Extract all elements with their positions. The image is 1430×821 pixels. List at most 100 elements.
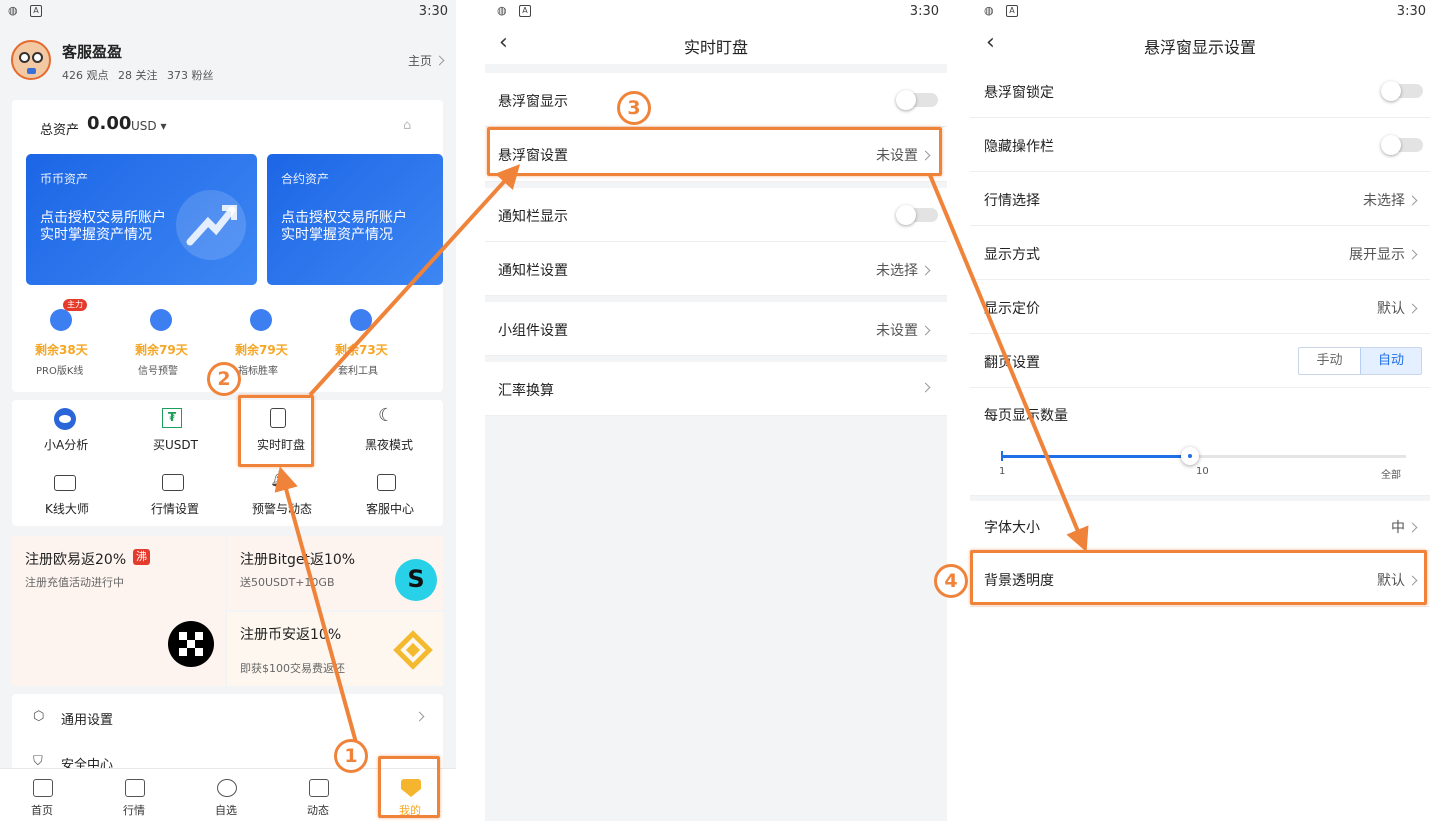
tool-indicator-rate[interactable]: 剩余79天 指标胜率 — [222, 305, 302, 380]
menu-label: 通用设置 — [61, 713, 114, 728]
row-exchange-rate[interactable]: 汇率换算 — [485, 362, 947, 416]
grid-item-kline-master[interactable]: K线大师 — [12, 463, 119, 523]
shield-check-icon: ⛉ — [33, 754, 43, 769]
row-label: 悬浮窗设置 — [498, 148, 568, 164]
paging-auto-option[interactable]: 自动 — [1360, 348, 1421, 374]
spot-assets-card[interactable]: 币币资产 点击授权交易所账户 实时掌握资产情况 — [26, 154, 257, 285]
grid-item-ai-analysis[interactable]: 小A分析 — [12, 400, 119, 460]
highlight-tab-mine — [378, 756, 440, 818]
tab-watchlist[interactable]: 自选 — [202, 769, 252, 821]
a-icon: A — [30, 5, 42, 17]
tool-remain: 剩余73天 — [335, 343, 388, 357]
slider-track[interactable] — [1001, 455, 1406, 458]
grid-item-realtime-watch[interactable]: 实时盯盘 — [226, 400, 333, 460]
fans-count[interactable]: 373 粉丝 — [167, 69, 214, 82]
status-bar: ◍ A 3:30 — [970, 0, 1430, 26]
user-name[interactable]: 客服盈盈 — [62, 43, 123, 61]
promo-sub: 送50USDT+10GB — [240, 576, 335, 589]
grid-item-dark-mode[interactable]: ☾ 黑夜模式 — [333, 400, 440, 460]
page-title: 实时盯盘 — [683, 38, 748, 57]
moon-icon: ☾ — [378, 405, 395, 426]
grid-item-support[interactable]: 客服中心 — [333, 463, 440, 523]
page-title: 悬浮窗显示设置 — [1143, 38, 1256, 57]
float-window-settings-panel: ◍ A 3:30 ‹ 悬浮窗显示设置 悬浮窗锁定 隐藏操作栏 行情选择 未选择 … — [970, 0, 1430, 821]
row-label: 悬浮窗锁定 — [984, 85, 1054, 101]
status-bar: ◍ A 3:30 — [485, 0, 947, 26]
paging-manual-option[interactable]: 手动 — [1316, 353, 1343, 368]
hide-toolbar-toggle[interactable] — [1381, 135, 1423, 155]
grid-label: 买USDT — [153, 438, 198, 452]
promo-sub: 即获$100交易费返还 — [240, 662, 345, 675]
grid-label: 预警与动态 — [252, 502, 313, 516]
home-icon — [33, 779, 53, 797]
back-arrow-icon[interactable]: ‹ — [986, 30, 995, 55]
row-label: 行情选择 — [984, 193, 1040, 209]
slider-thumb[interactable] — [1181, 447, 1199, 465]
grid-item-market-settings[interactable]: 行情设置 — [119, 463, 226, 523]
tab-label: 动态 — [307, 804, 329, 817]
home-link[interactable]: 主页 — [408, 52, 445, 69]
spot-assets-title: 币币资产 — [40, 172, 89, 186]
tab-home[interactable]: 首页 — [18, 769, 68, 821]
row-display-mode[interactable]: 显示方式 展开显示 — [970, 226, 1430, 280]
shield-icon — [50, 309, 72, 331]
tool-pro-kline[interactable]: 剩余38天 PRO版K线 — [22, 305, 102, 380]
row-paging-settings: 翻页设置 手动 自动 — [970, 334, 1430, 388]
eye-icon — [54, 408, 76, 430]
tab-feed[interactable]: 动态 — [294, 769, 344, 821]
row-font-size[interactable]: 字体大小 中 — [970, 501, 1430, 551]
gear-icon: ⬡ — [33, 709, 45, 724]
row-notification-settings[interactable]: 通知栏设置 未选择 — [485, 242, 947, 296]
notification-toggle[interactable] — [896, 205, 938, 225]
views-count[interactable]: 426 观点 — [62, 69, 109, 82]
globe-icon: ◍ — [497, 4, 507, 17]
back-arrow-icon[interactable]: ‹ — [499, 30, 508, 55]
feature-grid: 小A分析 ₮ 买USDT 实时盯盘 ☾ 黑夜模式 K线大师 行情设置 🔔︎ 预警… — [12, 400, 443, 526]
chevron-right-icon — [1407, 522, 1418, 533]
section-divider — [970, 496, 1430, 501]
row-value: 默认 — [1377, 570, 1418, 590]
lock-icon[interactable]: ⌂ — [403, 118, 412, 133]
row-market-select[interactable]: 行情选择 未选择 — [970, 172, 1430, 226]
step-badge-2: 2 — [207, 362, 241, 396]
row-value-text: 默认 — [1377, 573, 1405, 589]
row-label: 隐藏操作栏 — [984, 139, 1054, 155]
plus-icon — [217, 779, 237, 797]
promo-binance[interactable]: 注册币安返10% 即获$100交易费返还 — [227, 612, 443, 686]
chevron-right-icon — [920, 265, 931, 276]
grid-item-alerts[interactable]: 🔔︎ 预警与动态 — [226, 463, 333, 523]
avatar[interactable] — [11, 40, 51, 80]
row-label: 小组件设置 — [498, 323, 568, 339]
a-icon: A — [1006, 5, 1018, 17]
tab-market[interactable]: 行情 — [110, 769, 160, 821]
row-label: 悬浮窗显示 — [498, 94, 568, 110]
empty-area — [970, 607, 1430, 821]
row-widget-settings[interactable]: 小组件设置 未设置 — [485, 302, 947, 356]
row-value-text: 未选择 — [876, 263, 918, 279]
follow-count[interactable]: 28 关注 — [118, 69, 158, 82]
slider-max-label: 全部 — [1381, 470, 1401, 481]
float-window-toggle[interactable] — [896, 90, 938, 110]
row-float-window-settings[interactable]: 悬浮窗设置 未设置 — [485, 127, 947, 182]
row-display-pricing[interactable]: 显示定价 默认 — [970, 280, 1430, 334]
nav-bar: ‹ 悬浮窗显示设置 — [970, 26, 1430, 64]
chevron-right-icon — [920, 325, 931, 336]
promo-bitget[interactable]: 注册Bitget返10% 送50USDT+10GB S — [227, 536, 443, 610]
menu-general-settings[interactable]: ⬡ 通用设置 — [12, 694, 443, 740]
diamond-icon — [401, 779, 421, 797]
row-value-text: 默认 — [1377, 301, 1405, 317]
row-label: 显示方式 — [984, 247, 1040, 263]
tool-name: 信号预警 — [138, 366, 178, 377]
lock-toggle[interactable] — [1381, 81, 1423, 101]
chevron-right-icon — [434, 55, 445, 66]
futures-assets-card[interactable]: 合约资产 点击授权交易所账户 实时掌握资产情况 — [267, 154, 443, 285]
row-background-opacity[interactable]: 背景透明度 默认 — [970, 551, 1430, 607]
row-value-text: 展开显示 — [1349, 247, 1405, 263]
grid-item-buy-usdt[interactable]: ₮ 买USDT — [119, 400, 226, 460]
step-badge-3: 3 — [617, 91, 651, 125]
tool-arbitrage[interactable]: 剩余73天 套利工具 — [322, 305, 402, 380]
tool-signal-alert[interactable]: 剩余79天 信号预警 — [122, 305, 202, 380]
tab-mine[interactable]: 我的 — [386, 769, 436, 821]
currency-select[interactable]: USD ▾ — [131, 119, 167, 133]
promo-okx[interactable]: 注册欧易返20% 沸 注册充值活动进行中 — [12, 536, 225, 686]
